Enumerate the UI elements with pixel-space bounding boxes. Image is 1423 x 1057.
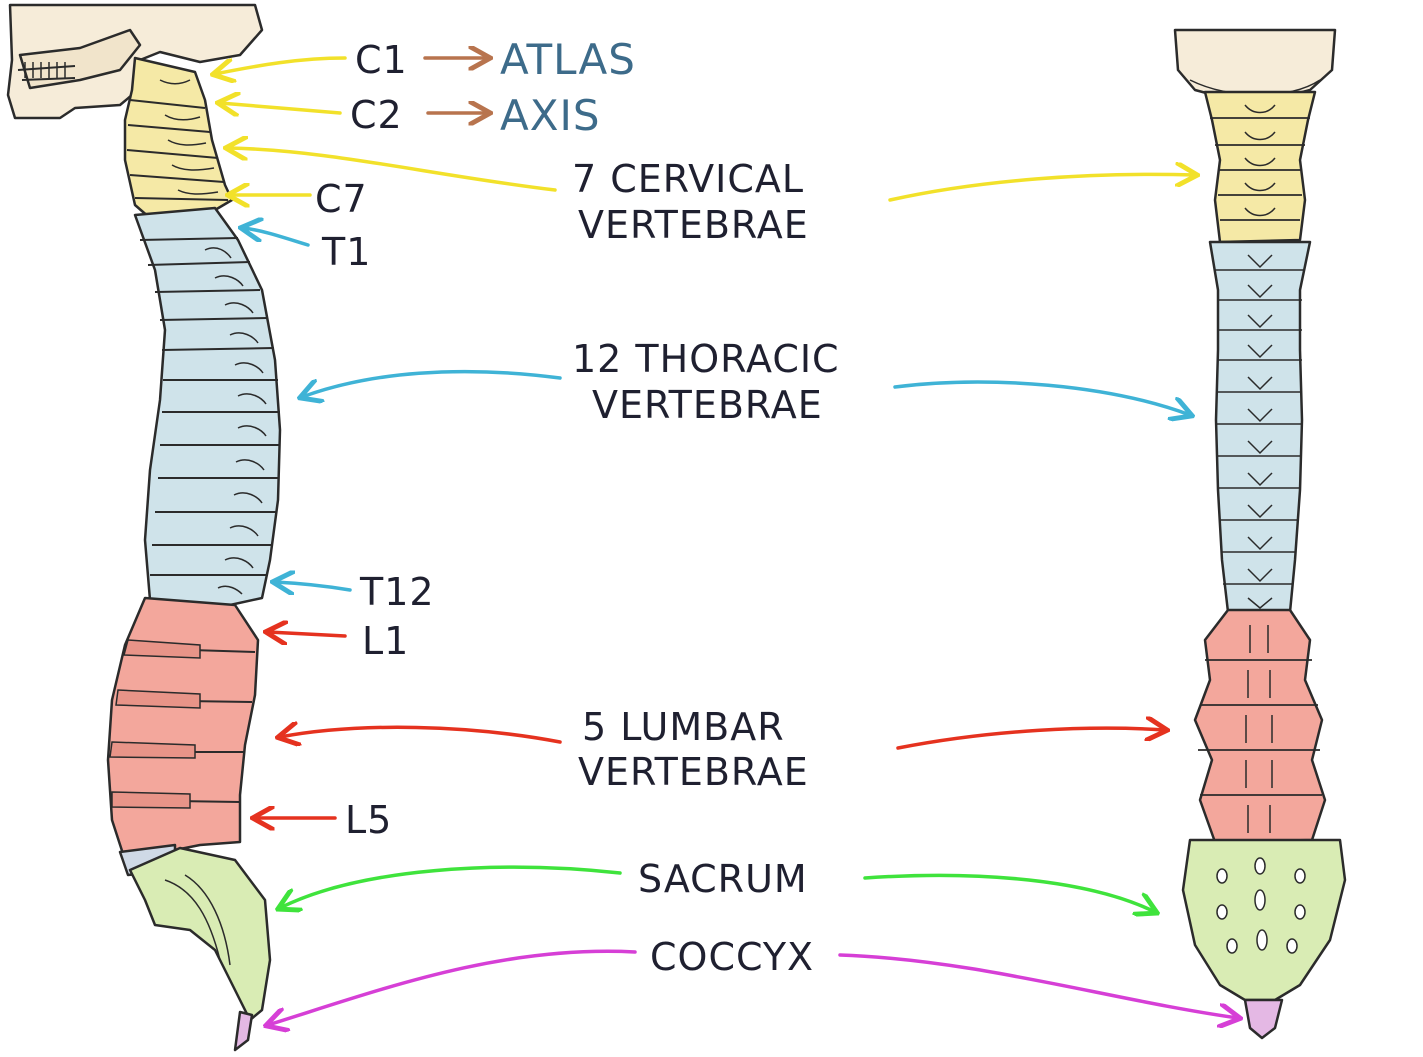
- cervical-vertebrae-lateral: [123, 56, 234, 220]
- skull-posterior-icon: [1173, 28, 1337, 100]
- arrow-t1: [243, 228, 310, 247]
- label-cervical-line1: 7 CERVICAL: [572, 157, 804, 201]
- label-c1: C1: [355, 38, 408, 82]
- label-cervical-line2: VERTEBRAE: [578, 203, 809, 247]
- label-lumbar-line1: 5 LUMBAR: [582, 705, 785, 749]
- arrow-lumbar-left: [280, 727, 562, 742]
- posterior-spine: [1173, 28, 1347, 1040]
- sacrum-lateral: [118, 843, 272, 1022]
- label-t1: T1: [321, 230, 371, 274]
- arrow-c2: [220, 103, 342, 113]
- label-lumbar-line2: VERTEBRAE: [578, 750, 809, 794]
- label-thoracic-line2: VERTEBRAE: [592, 383, 823, 427]
- lumbar-vertebrae-lateral: [106, 596, 260, 862]
- arrow-coccyx-right: [838, 953, 1238, 1018]
- label-l5: L5: [345, 798, 392, 842]
- thoracic-vertebrae-lateral: [133, 206, 282, 607]
- lateral-spine: [6, 3, 282, 1052]
- label-c7: C7: [315, 177, 368, 221]
- arrows: [215, 58, 1238, 1025]
- thoracic-vertebrae-posterior: [1208, 240, 1312, 614]
- arrow-c1: [215, 56, 347, 74]
- arrow-thoracic-right: [893, 380, 1190, 415]
- arrow-lumbar-right: [896, 728, 1165, 750]
- cervical-vertebrae-posterior: [1203, 90, 1317, 244]
- label-sacrum: SACRUM: [638, 857, 808, 901]
- label-l1: L1: [362, 619, 409, 663]
- arrow-l1: [268, 632, 347, 636]
- arrow-cervical-right: [888, 174, 1195, 202]
- arrow-t12: [275, 582, 352, 590]
- lumbar-vertebrae-posterior: [1193, 608, 1327, 844]
- arrow-coccyx-left: [268, 949, 637, 1025]
- label-t12: T12: [359, 570, 435, 614]
- label-thoracic-line1: 12 THORACIC: [572, 337, 840, 381]
- coccyx-lateral: [233, 1010, 254, 1052]
- label-coccyx: COCCYX: [650, 935, 814, 979]
- arrow-cervical-left: [228, 148, 557, 192]
- coccyx-posterior: [1243, 998, 1284, 1040]
- label-atlas: ATLAS: [500, 35, 636, 84]
- label-c2: C2: [350, 93, 403, 137]
- label-axis: AXIS: [500, 91, 601, 140]
- labels: C1 ATLAS C2 AXIS C7 T1 7 CERVICAL VERTEB…: [315, 35, 840, 979]
- arrow-sacrum-right: [863, 873, 1155, 912]
- arrow-thoracic-left: [302, 369, 562, 397]
- sacrum-posterior: [1181, 838, 1347, 1002]
- arrow-sacrum-left: [280, 865, 622, 908]
